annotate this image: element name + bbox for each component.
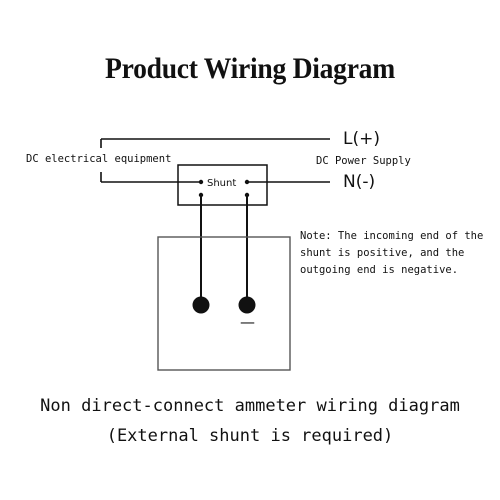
dc-equipment-label: DC electrical equipment (26, 153, 172, 165)
meter-terminal-negative (238, 296, 256, 314)
caption-line1: Non direct-connect ammeter wiring diagra… (40, 396, 460, 416)
meter-negative-mark: — (240, 313, 255, 331)
line-positive-label: L(+) (343, 129, 380, 149)
polarity-note: Note: The incoming end of the shunt is p… (300, 230, 484, 276)
meter-terminal-positive (192, 296, 210, 314)
shunt-terminal-right (244, 179, 250, 185)
caption-line2: (External shunt is required) (106, 426, 394, 446)
shunt-terminal-left (198, 179, 204, 185)
ammeter-body (157, 236, 291, 371)
dc-power-supply-label: DC Power Supply (316, 155, 411, 167)
page-title: Product Wiring Diagram (105, 52, 395, 85)
shunt-box (177, 164, 268, 206)
shunt-label: Shunt (207, 178, 237, 189)
line-negative-label: N(-) (343, 172, 376, 192)
